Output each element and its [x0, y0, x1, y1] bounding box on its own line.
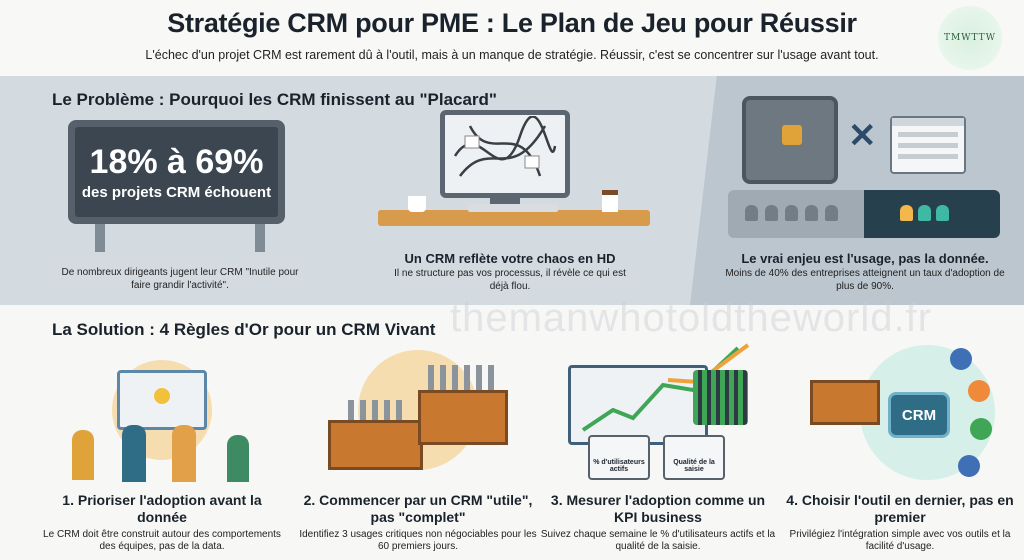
person-icon — [900, 205, 913, 221]
crm-integration-illustration: CRM — [800, 340, 1000, 482]
person-icon — [936, 205, 949, 221]
person-icon — [825, 205, 838, 221]
crm-badge: CRM — [888, 392, 950, 438]
monitor-leg — [95, 222, 105, 252]
coffee-cup-icon — [602, 190, 618, 212]
person-icon — [805, 205, 818, 221]
team-illustration — [62, 340, 262, 482]
desk-illustration — [378, 210, 650, 226]
rule-text: 2. Commencer par un CRM "utile", pas "co… — [298, 492, 538, 553]
problem-caption-1: De nombreux dirigeants jugent leur CRM "… — [61, 267, 299, 291]
dashboard-illustration: % d'utilisateurs actifs Qualité de la sa… — [558, 340, 758, 482]
lock-icon — [782, 125, 802, 145]
rule-desc: Suivez chaque semaine le % d'utilisateur… — [540, 529, 776, 552]
caption-desc: Moins de 40% des entreprises atteignent … — [725, 268, 1005, 292]
toolbox-illustration — [318, 340, 518, 482]
tangled-wires-icon — [453, 116, 557, 177]
problem-caption-2: Un CRM reflète votre chaos en HD Il ne st… — [390, 250, 630, 293]
rule-title: 4. Choisir l'outil en dernier, pas en pr… — [786, 492, 1014, 525]
coffee-cup-icon — [408, 196, 426, 212]
phone-icon — [970, 418, 992, 440]
header — [0, 0, 1024, 76]
problem-caption-3: Le vrai enjeu est l'usage, pas la donnée… — [720, 250, 1010, 293]
caption-desc: Il ne structure pas vos processus, il ré… — [394, 268, 626, 292]
rule-card-3: % d'utilisateurs actifs Qualité de la sa… — [538, 340, 778, 560]
failure-stat-label: des projets CRM échouent — [81, 184, 272, 201]
page-title: Stratégie CRM pour PME : Le Plan de Jeu … — [167, 8, 857, 38]
rule-text: 4. Choisir l'outil en dernier, pas en pr… — [780, 492, 1020, 553]
rule-desc: Privilégiez l'intégration simple avec vo… — [789, 529, 1011, 552]
at-icon — [958, 455, 980, 477]
rule-title: 1. Prioriser l'adoption avant la donnée — [62, 492, 262, 525]
gauge-input-quality: Qualité de la saisie — [663, 435, 725, 480]
solution-title: La Solution : 4 Règles d'Or pour un CRM … — [52, 320, 436, 339]
person-icon — [745, 205, 758, 221]
caption-title: Le vrai enjeu est l'usage, pas la donnée… — [741, 251, 989, 266]
mail-icon — [950, 348, 972, 370]
watermark: themanwhotoldtheworld.fr — [450, 296, 933, 340]
computer-illustration — [440, 110, 570, 198]
x-icon: ✕ — [848, 117, 877, 155]
broken-monitor-illustration: 18% à 69% des projets CRM échouent — [68, 120, 285, 224]
rule-desc: Le CRM doit être construit autour des co… — [43, 529, 281, 552]
person-icon — [765, 205, 778, 221]
calendar-icon — [968, 380, 990, 402]
rule-card-4: CRM 4. Choisir l'outil en dernier, pas e… — [780, 340, 1020, 560]
monitor-leg — [255, 222, 265, 252]
person-icon — [918, 205, 931, 221]
rule-desc: Identifiez 3 usages critiques non négoci… — [299, 529, 537, 552]
brand-logo: TMWTTW — [938, 6, 1002, 70]
data-window-icon — [890, 116, 966, 174]
rule-title: 3. Mesurer l'adoption comme un KPI busin… — [550, 492, 766, 525]
caption-title: Un CRM reflète votre chaos en HD — [404, 251, 616, 266]
page-subtitle: L'échec d'un projet CRM est rarement dû … — [145, 48, 879, 62]
failure-stat: 18% à 69% — [89, 143, 264, 181]
rule-text: 3. Mesurer l'adoption comme un KPI busin… — [538, 492, 778, 553]
keyboard-icon — [468, 204, 558, 212]
problem-title: Le Problème : Pourquoi les CRM finissent… — [52, 90, 497, 109]
rule-title: 2. Commencer par un CRM "utile", pas "co… — [303, 492, 533, 525]
rule-card-2: 2. Commencer par un CRM "utile", pas "co… — [298, 340, 538, 560]
rule-text: 1. Prioriser l'adoption avant la donnée … — [42, 492, 282, 553]
person-icon — [785, 205, 798, 221]
rule-card-1: 1. Prioriser l'adoption avant la donnée … — [42, 340, 282, 560]
gauge-active-users: % d'utilisateurs actifs — [588, 435, 650, 480]
